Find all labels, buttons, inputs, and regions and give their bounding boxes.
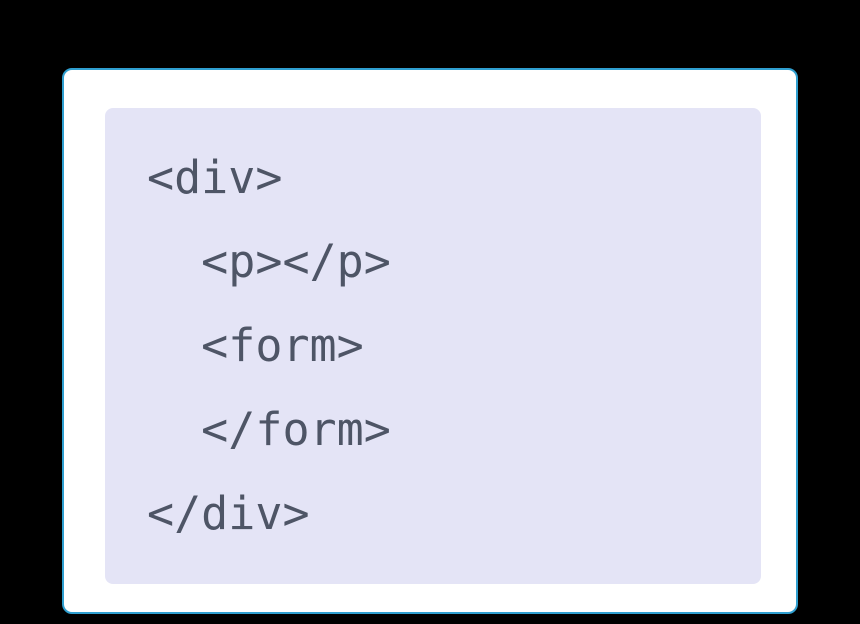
code-line: </form> — [147, 403, 391, 456]
code-line: </div> — [147, 487, 310, 540]
code-line: <form> — [147, 319, 364, 372]
code-line: <div> — [147, 151, 283, 204]
code-line: <p></p> — [147, 235, 391, 288]
code-snippet-block: <div> <p></p> <form> </form> </div> — [105, 108, 761, 584]
code-card: <div> <p></p> <form> </form> </div> — [62, 68, 798, 614]
